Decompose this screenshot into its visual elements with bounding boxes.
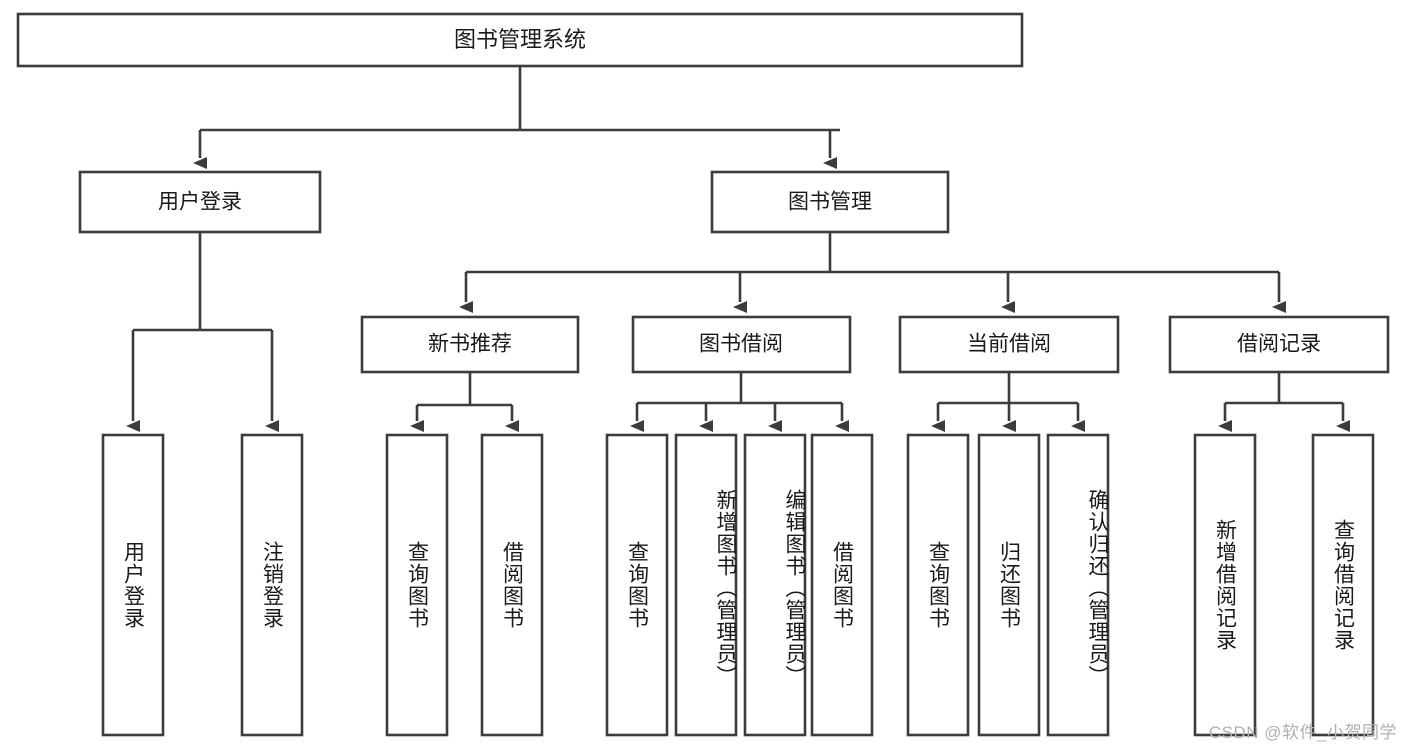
node-new-book-recommend[interactable]: 新书推荐 xyxy=(360,315,580,374)
node-root-rect[interactable] xyxy=(16,12,1024,68)
node-root[interactable]: 图书管理系统 xyxy=(16,12,1024,68)
node-current-borrow-label: 当前借阅 xyxy=(967,333,1051,356)
node-leaf-return-book-rect[interactable] xyxy=(977,433,1041,737)
node-leaf-edit-book-admin-rect[interactable] xyxy=(743,433,807,737)
edge-group-new-book-recommend xyxy=(410,372,519,432)
node-leaf-group xyxy=(101,433,1375,737)
node-leaf-borrow-book-1-rect[interactable] xyxy=(480,433,544,737)
node-leaf-query-borrow-record-rect[interactable] xyxy=(1311,433,1375,737)
node-new-book-recommend-label: 新书推荐 xyxy=(428,333,512,356)
node-user-login-label: 用户登录 xyxy=(158,191,242,214)
edge-group-current-borrow xyxy=(931,372,1085,432)
node-book-borrow-label: 图书借阅 xyxy=(699,333,783,356)
node-new-book-recommend-rect[interactable] xyxy=(360,315,580,374)
node-root-label: 图书管理系统 xyxy=(454,27,586,52)
node-borrow-record-label: 借阅记录 xyxy=(1237,333,1321,356)
node-leaf-user-login-rect[interactable] xyxy=(101,433,165,737)
node-book-borrow[interactable]: 图书借阅 xyxy=(631,315,852,374)
node-book-manage[interactable]: 图书管理 xyxy=(710,170,950,234)
node-book-manage-label: 图书管理 xyxy=(788,191,872,214)
node-borrow-record[interactable]: 借阅记录 xyxy=(1168,315,1390,374)
node-leaf-query-book-1-rect[interactable] xyxy=(385,433,449,737)
node-leaf-logout-login-rect[interactable] xyxy=(240,433,304,737)
node-user-login-rect[interactable] xyxy=(78,170,322,234)
node-leaf-confirm-return-admin-rect[interactable] xyxy=(1046,433,1110,737)
watermark: CSDN @软件_小贺同学 xyxy=(1208,723,1397,742)
node-user-login[interactable]: 用户登录 xyxy=(78,170,322,234)
node-current-borrow-rect[interactable] xyxy=(898,315,1120,374)
node-book-manage-rect[interactable] xyxy=(710,170,950,234)
node-book-borrow-rect[interactable] xyxy=(631,315,852,374)
edge-group-root xyxy=(193,66,840,169)
node-borrow-record-rect[interactable] xyxy=(1168,315,1390,374)
edge-group-book-manage xyxy=(459,232,1286,313)
edge-group-book-borrow xyxy=(630,372,849,432)
edge-group-borrow-record xyxy=(1218,372,1350,432)
node-leaf-borrow-book-2-rect[interactable] xyxy=(810,433,874,737)
edge-group-user-login xyxy=(126,232,279,432)
node-leaf-query-book-2-rect[interactable] xyxy=(605,433,669,737)
node-leaf-add-book-admin-rect[interactable] xyxy=(674,433,738,737)
node-current-borrow[interactable]: 当前借阅 xyxy=(898,315,1120,374)
node-leaf-add-borrow-record-rect[interactable] xyxy=(1193,433,1257,737)
node-leaf-query-book-3-rect[interactable] xyxy=(906,433,970,737)
